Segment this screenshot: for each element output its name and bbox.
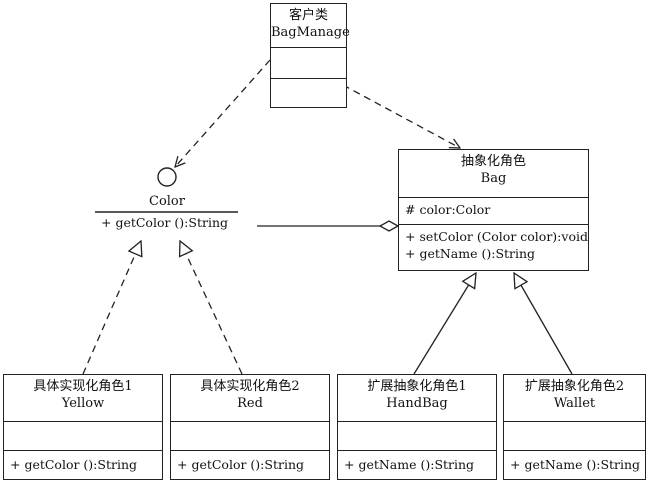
class-role: 具体实现化角色1 [33,379,133,394]
class-name: Yellow [61,396,105,411]
operation-getcolor: + getColor ():String [10,457,138,472]
class-bagmanage[interactable]: 客户类 BagManage [270,3,350,108]
operations-section: + getColor ():String [4,451,162,479]
class-header: 客户类 BagManage [271,4,350,48]
interface-name: Color [149,194,185,209]
dependency-client-to-bag [342,84,460,148]
operation-setcolor: + setColor (Color color):void [405,229,588,244]
interface-operation: + getColor ():String [101,215,229,230]
operation-getname: + getName ():String [405,246,536,261]
class-name: Red [237,396,263,411]
class-handbag[interactable]: 扩展抽象化角色1 HandBag + getName ():String [337,374,497,480]
operations-section: + setColor (Color color):void + getName … [399,225,588,270]
class-role: 抽象化角色 [460,154,526,169]
generalization-wallet [514,273,573,375]
attributes-section [338,422,496,451]
operation-getname: + getName ():String [344,457,475,472]
class-name: Wallet [553,396,596,411]
operations-section [271,79,346,107]
class-bag[interactable]: 抽象化角色 Bag # color:Color + setColor (Colo… [398,149,589,271]
attributes-section [4,422,162,451]
dependency-client-to-color [175,59,271,167]
operations-section: + getName ():String [338,451,496,479]
operations-section: + getColor ():String [171,451,329,479]
operation-getname: + getName ():String [510,457,641,472]
class-yellow[interactable]: 具体实现化角色1 Yellow + getColor ():String [3,374,163,480]
class-header: 具体实现化角色1 Yellow [4,375,162,422]
operation-getcolor: + getColor ():String [177,457,305,472]
class-role: 扩展抽象化角色1 [367,379,467,394]
realization-yellow [82,241,141,375]
interface-circle-icon [157,167,177,187]
class-red[interactable]: 具体实现化角色2 Red + getColor ():String [170,374,330,480]
attributes-section [271,48,346,79]
class-role: 具体实现化角色2 [200,379,300,394]
class-name: BagManage [271,25,350,40]
class-header: 抽象化角色 Bag [399,150,588,198]
realization-red [180,241,243,375]
attributes-section [504,422,645,451]
class-header: 扩展抽象化角色2 Wallet [504,375,645,422]
class-name: HandBag [386,396,448,411]
class-wallet[interactable]: 扩展抽象化角色2 Wallet + getName ():String [503,374,646,480]
attributes-section: # color:Color [399,198,588,225]
class-header: 具体实现化角色2 Red [171,375,329,422]
class-role: 扩展抽象化角色2 [524,379,625,394]
operations-section: + getName ():String [504,451,645,479]
class-name: Bag [480,171,507,186]
class-role: 客户类 [288,8,328,23]
generalization-handbag [413,273,476,375]
attributes-section [171,422,329,451]
attribute-color: # color:Color [405,202,491,217]
class-header: 扩展抽象化角色1 HandBag [338,375,496,422]
